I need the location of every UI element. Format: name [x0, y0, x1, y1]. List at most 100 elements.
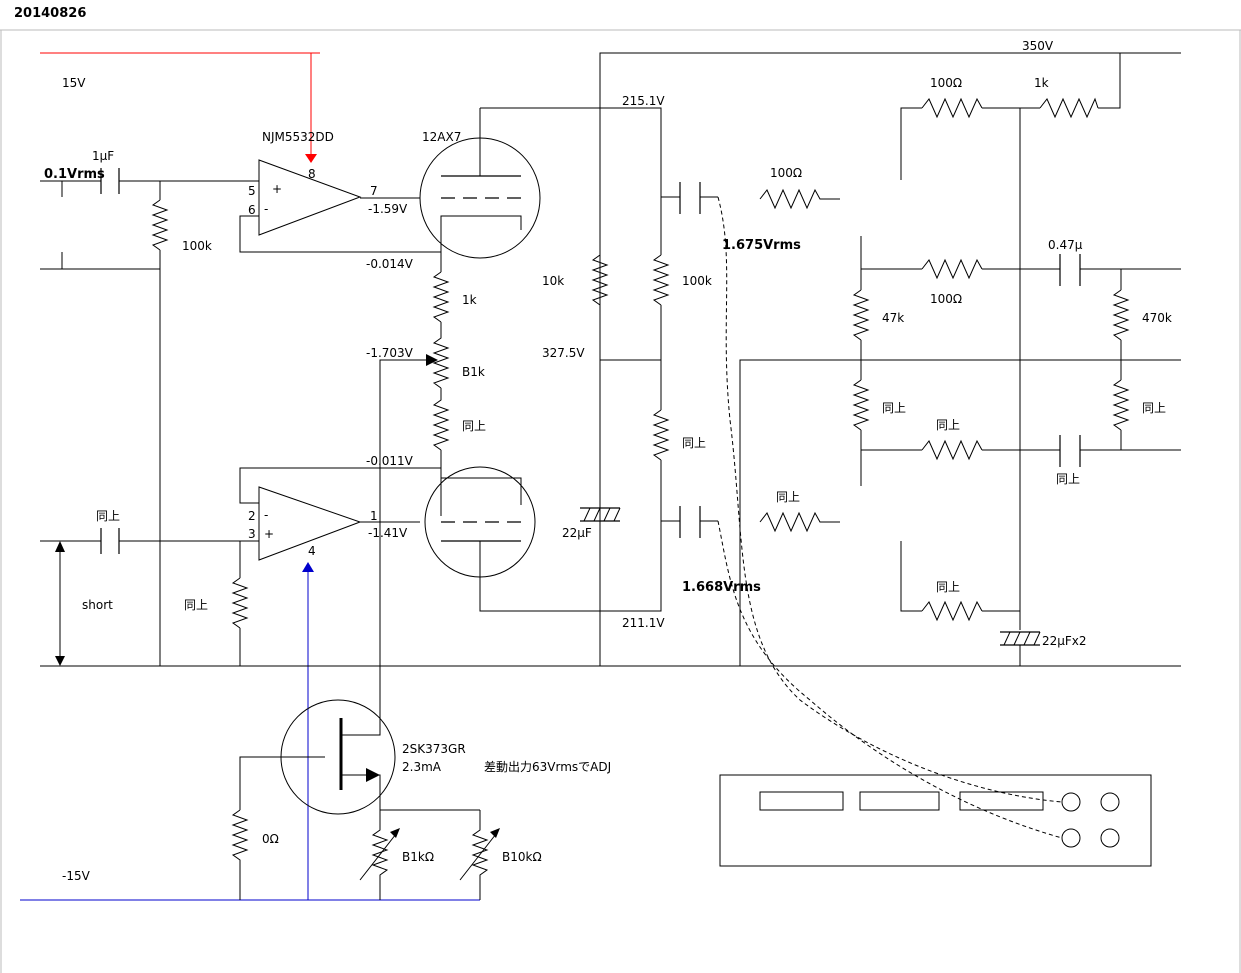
r100k-input2 [231, 577, 249, 629]
r100ohm-out2 [759, 511, 840, 533]
r10k [591, 254, 609, 306]
grid-mid-voltage: -1.703V [366, 346, 414, 360]
cap-047-label: 0.47μ [1048, 238, 1083, 252]
cathode1-voltage: -0.014V [366, 257, 414, 271]
probe-lead-2 [717, 520, 1063, 839]
r100k-label: 100k [182, 239, 212, 253]
instrument-display-2 [859, 791, 940, 811]
b10kohm-label: B10kΩ [502, 850, 542, 864]
r100k-input [151, 199, 169, 251]
instrument-jack-2 [1100, 792, 1120, 812]
neg15-rail [20, 562, 480, 901]
input2-cap [100, 528, 120, 554]
r0ohm [231, 809, 249, 900]
pin4: 4 [308, 544, 316, 558]
cap-22uf-x2 [1000, 631, 1041, 646]
opamp-name: NJM5532DD [262, 130, 334, 144]
plate1-voltage: 215.1V [622, 94, 665, 108]
r470k-2 [1112, 379, 1130, 431]
pin3: 3 [248, 527, 256, 541]
opamp2-feedback [239, 467, 441, 523]
neg15-label: -15V [62, 869, 91, 883]
pot-wiper [379, 354, 438, 686]
b1kohm-pot [359, 810, 400, 900]
r100ohm-bottom [921, 600, 983, 622]
plate1-wire [480, 107, 662, 197]
r100ohm-out2-label: 同上 [776, 490, 800, 504]
instrument-jack-1 [1061, 792, 1081, 812]
b1kohm-label: B1kΩ [402, 850, 434, 864]
r100ohm-mid2 [921, 439, 983, 461]
opamp1 [258, 159, 362, 236]
pin8: 8 [308, 167, 316, 181]
opamp1-minus: - [264, 202, 268, 216]
right-bottom-wiring [900, 541, 1021, 666]
tube1 [419, 108, 541, 259]
pin6: 6 [248, 203, 256, 217]
cap-22uf-label: 22μF [562, 526, 592, 540]
r47k-label: 47k [882, 311, 904, 325]
b1k-pot [432, 322, 450, 389]
fet-name: 2SK373GR [402, 742, 466, 756]
r1k-top [1039, 97, 1099, 119]
opamp2-plus: + [264, 527, 274, 541]
r100k-plate2-label: 同上 [682, 436, 706, 450]
r100ohm-mid-label: 100Ω [930, 292, 962, 306]
cap-047 [1059, 254, 1081, 286]
tube2 [424, 466, 662, 612]
instrument-jack-4 [1100, 828, 1120, 848]
instrument [719, 774, 1152, 867]
input2-wiring [40, 540, 259, 666]
tube-name: 12AX7 [422, 130, 461, 144]
r100ohm-mid [921, 258, 983, 280]
opamp1-plus: + [272, 182, 282, 196]
input1-wiring [40, 180, 259, 666]
r100k-plate-label: 100k [682, 274, 712, 288]
instrument-display-3 [959, 791, 1044, 811]
pin2: 2 [248, 509, 256, 523]
r0ohm-label: 0Ω [262, 832, 279, 846]
out1-cap [679, 182, 701, 214]
r100k-plate2 [652, 409, 670, 461]
b1k-label: B1k [462, 365, 485, 379]
opamp2 [258, 486, 362, 561]
pin7: 7 [370, 184, 378, 198]
r47k-2 [852, 379, 870, 431]
opamp2-out-voltage: -1.41V [368, 526, 408, 540]
opamp2-minus: - [264, 508, 268, 522]
plate2-voltage: 211.1V [622, 616, 665, 630]
r47k [852, 289, 870, 341]
input1-cap [100, 168, 120, 194]
instrument-jack-3 [1061, 828, 1081, 848]
r10k-label: 10k [542, 274, 564, 288]
fet [239, 686, 480, 815]
input1-cap-label: 1μF [92, 149, 114, 163]
cap-047-2 [1059, 435, 1081, 467]
b-plus-line [599, 52, 1181, 666]
pin5: 5 [248, 184, 256, 198]
cathode2-voltage: -0.011V [366, 454, 414, 468]
pos15-rail [40, 52, 320, 163]
r100ohm-mid2-label: 同上 [936, 418, 960, 432]
input2-cap-label: 同上 [96, 509, 120, 523]
opamp1-feedback [239, 197, 441, 253]
r100ohm-bottom-label: 同上 [936, 580, 960, 594]
opamp1-out-voltage: -1.59V [368, 202, 408, 216]
out2-cap [679, 506, 701, 538]
right-mid-wiring [739, 236, 1181, 666]
fet-current: 2.3mA [402, 760, 442, 774]
r1k-cathode2-label: 同上 [462, 419, 486, 433]
r100k-input2-label: 同上 [184, 598, 208, 612]
b-plus-label: 350V [1022, 39, 1054, 53]
fet-note: 差動出力63VrmsでADJ [484, 760, 611, 774]
title: 20140826 [14, 6, 86, 21]
r1k-cathode-label: 1k [462, 293, 477, 307]
cap-047-2-label: 同上 [1056, 472, 1080, 486]
instrument-display-1 [759, 791, 844, 811]
probe-lead-1 [717, 196, 1063, 803]
out1-voltage: 1.675Vrms [722, 238, 801, 253]
r470k [1112, 289, 1130, 341]
short-arrow [55, 541, 65, 666]
short-label: short [82, 598, 113, 612]
